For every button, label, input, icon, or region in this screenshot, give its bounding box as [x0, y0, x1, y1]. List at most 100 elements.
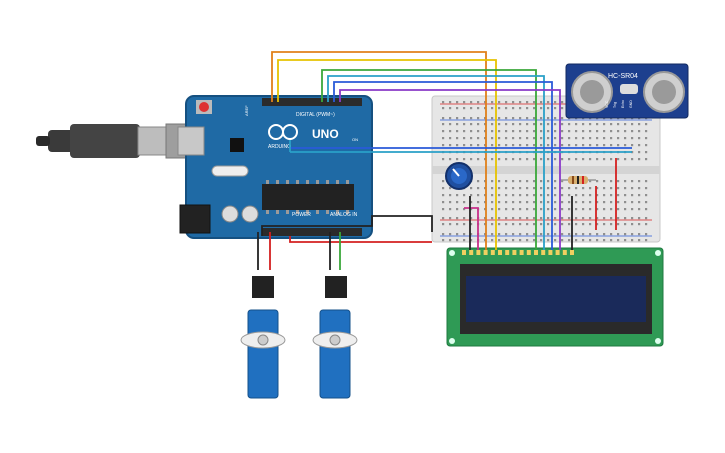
lcd-pin: [490, 250, 495, 255]
breadboard-hole: [498, 217, 501, 220]
breadboard-hole: [589, 130, 592, 133]
breadboard-hole: [624, 137, 627, 140]
breadboard-hole: [624, 180, 627, 183]
breadboard-hole: [442, 144, 445, 147]
breadboard-hole: [491, 187, 494, 190]
breadboard-hole: [617, 217, 620, 220]
breadboard-hole: [477, 130, 480, 133]
breadboard-hole: [498, 223, 501, 226]
breadboard-hole: [449, 194, 452, 197]
breadboard-hole: [575, 130, 578, 133]
breadboard-hole: [491, 123, 494, 126]
breadboard-hole: [547, 137, 550, 140]
breadboard-hole: [498, 107, 501, 110]
breadboard-hole: [533, 180, 536, 183]
breadboard-hole: [463, 107, 466, 110]
lcd-pin: [570, 250, 574, 255]
breadboard-hole: [631, 130, 634, 133]
breadboard-hole: [512, 130, 515, 133]
breadboard-hole: [491, 117, 494, 120]
breadboard-hole: [617, 233, 620, 236]
breadboard-hole: [596, 201, 599, 204]
breadboard-hole: [519, 187, 522, 190]
breadboard-hole: [519, 233, 522, 236]
breadboard-hole: [589, 223, 592, 226]
breadboard-hole: [449, 201, 452, 204]
breadboard-hole: [610, 208, 613, 211]
breadboard-hole: [603, 223, 606, 226]
breadboard-hole: [442, 187, 445, 190]
breadboard-hole: [568, 239, 571, 242]
breadboard-hole: [631, 233, 634, 236]
lcd-pin: [462, 250, 466, 255]
breadboard-hole: [505, 117, 508, 120]
breadboard-hole: [512, 208, 515, 211]
breadboard-hole: [519, 201, 522, 204]
sensor-pin-vcc: VCC: [605, 100, 609, 108]
breadboard-hole: [442, 233, 445, 236]
breadboard-hole: [582, 217, 585, 220]
breadboard-hole: [610, 158, 613, 161]
breadboard-hole: [533, 239, 536, 242]
breadboard-hole: [519, 158, 522, 161]
breadboard-hole: [568, 217, 571, 220]
breadboard-hole: [561, 107, 564, 110]
breadboard-hole: [449, 187, 452, 190]
breadboard-hole: [512, 180, 515, 183]
breadboard-hole: [498, 239, 501, 242]
breadboard-hole: [456, 144, 459, 147]
breadboard-hole: [526, 239, 529, 242]
breadboard-hole: [442, 208, 445, 211]
breadboard-hole: [456, 208, 459, 211]
breadboard-hole: [463, 239, 466, 242]
arduino-brand-label: ARDUINO: [268, 144, 291, 150]
breadboard-hole: [631, 208, 634, 211]
breadboard-hole: [554, 217, 557, 220]
breadboard-hole: [470, 123, 473, 126]
breadboard-hole: [610, 130, 613, 133]
breadboard-hole: [603, 217, 606, 220]
breadboard-hole: [449, 217, 452, 220]
breadboard-hole: [470, 158, 473, 161]
breadboard-hole: [449, 158, 452, 161]
breadboard-hole: [638, 144, 641, 147]
breadboard-hole: [463, 201, 466, 204]
breadboard-hole: [617, 144, 620, 147]
breadboard-hole: [470, 130, 473, 133]
breadboard-hole: [631, 158, 634, 161]
breadboard-hole: [596, 239, 599, 242]
breadboard-hole: [512, 123, 515, 126]
breadboard-hole: [463, 208, 466, 211]
breadboard-hole: [596, 223, 599, 226]
breadboard-hole: [491, 158, 494, 161]
breadboard-hole: [463, 117, 466, 120]
breadboard-hole: [561, 117, 564, 120]
breadboard-hole: [498, 101, 501, 104]
breadboard-hole: [540, 137, 543, 140]
resistor: [560, 176, 596, 184]
breadboard-hole: [638, 187, 641, 190]
lcd-pin: [526, 250, 531, 255]
breadboard-hole: [449, 144, 452, 147]
breadboard-hole: [519, 194, 522, 197]
breadboard-hole: [540, 233, 543, 236]
breadboard-hole: [610, 217, 613, 220]
breadboard-hole: [554, 123, 557, 126]
breadboard-hole: [470, 233, 473, 236]
breadboard-hole: [638, 123, 641, 126]
breadboard-hole: [540, 180, 543, 183]
breadboard-hole: [617, 180, 620, 183]
breadboard-hole: [561, 223, 564, 226]
lcd-pin: [562, 250, 567, 255]
breadboard-hole: [561, 217, 564, 220]
breadboard-hole: [540, 130, 543, 133]
breadboard-hole: [519, 208, 522, 211]
breadboard-hole: [470, 117, 473, 120]
breadboard-hole: [610, 187, 613, 190]
breadboard-hole: [561, 130, 564, 133]
breadboard-hole: [540, 101, 543, 104]
breadboard-hole: [589, 233, 592, 236]
breadboard-hole: [589, 208, 592, 211]
breadboard-hole: [624, 223, 627, 226]
breadboard-hole: [575, 194, 578, 197]
